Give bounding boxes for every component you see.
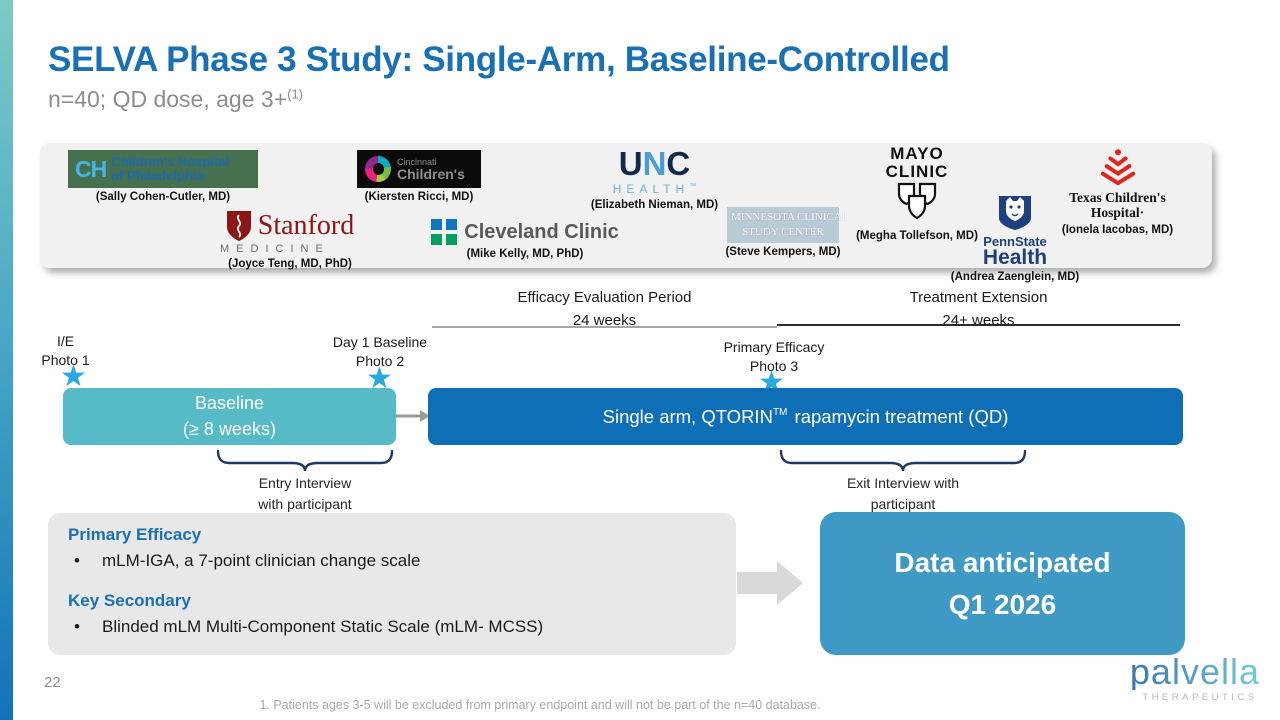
page-number: 22 xyxy=(44,674,61,691)
star-icon: ★ xyxy=(60,360,87,393)
texas-childrens-icon xyxy=(1100,149,1135,186)
chop-logo-text: Children's Hospital of Philadelphia· xyxy=(111,153,230,183)
extension-period-line xyxy=(777,324,1180,326)
key-secondary-bullet: • Blinded mLM Multi-Component Static Sca… xyxy=(68,617,716,637)
milestone-day1-photo2: Day 1 Baseline Photo 2 xyxy=(332,334,428,369)
study-sites-panel: CH Children's Hospital of Philadelphia· … xyxy=(40,143,1212,283)
cleveland-clinic-logo: Cleveland Clinic xyxy=(425,219,625,245)
entry-interview-brace xyxy=(216,449,394,472)
primary-efficacy-bullet: • mLM-IGA, a 7-point clinician change sc… xyxy=(68,551,716,571)
bullet-icon: • xyxy=(74,551,80,570)
site-stanford: Stanford MEDICINE (Joyce Teng, MD, PhD) xyxy=(190,210,390,270)
pennstate-logo-text: PennState Health xyxy=(982,234,1048,270)
site-investigator: (Andrea Zaenglein, MD) xyxy=(950,271,1080,284)
primary-efficacy-heading: Primary Efficacy xyxy=(68,525,202,544)
cincinnati-logo-text: Cincinnati Children's xyxy=(397,156,465,182)
efficacy-period-header: Efficacy Evaluation Period 24 weeks xyxy=(517,289,692,330)
minnesota-clinical-logo: MINNESOTA CLINICAL STUDY CENTER xyxy=(727,207,848,243)
stanford-logo: Stanford xyxy=(190,210,390,242)
unc-health-text: HEALTH™ xyxy=(612,182,697,196)
treatment-phase-box: Single arm, QTORINTM rapamycin treatment… xyxy=(428,388,1183,445)
subtitle-footnote-ref: (1) xyxy=(287,86,304,102)
unc-tm: ™ xyxy=(689,183,697,190)
site-investigator: (Sally Cohen-Cutler, MD) xyxy=(95,191,231,203)
cincinnati-childrens-logo: Cincinnati Children's xyxy=(357,150,481,188)
site-investigator: (Kiersten Ricci, MD) xyxy=(364,191,474,203)
site-cleveland: Cleveland Clinic (Mike Kelly, MD, PhD) xyxy=(425,219,625,260)
palvella-logo: palvella THERAPEUTICS xyxy=(1129,651,1260,704)
chop-logo: CH Children's Hospital of Philadelphia· xyxy=(68,150,258,188)
baseline-phase-box: Baseline (≥ 8 weeks) xyxy=(63,388,396,445)
pennstate-shield-icon xyxy=(999,196,1031,230)
endpoints-panel: Primary Efficacy • mLM-IGA, a 7-point cl… xyxy=(48,513,736,655)
chop-monogram-icon: CH xyxy=(75,155,107,182)
site-texas-childrens: Texas Children's Hospital· (Ionela Iacob… xyxy=(1040,148,1195,236)
milestone-ie-photo1: I/E Photo 1 xyxy=(41,333,90,368)
exit-interview-brace xyxy=(779,449,1027,472)
efficacy-period-line xyxy=(432,326,777,328)
site-cincinnati: Cincinnati Children's (Kiersten Ricci, M… xyxy=(357,150,481,203)
qtorin-tm: TM xyxy=(772,407,788,419)
entry-interview-label: Entry Interview with participant xyxy=(258,475,352,512)
baseline-to-treatment-arrow-icon xyxy=(396,410,430,422)
palvella-wordmark: palvella xyxy=(1129,651,1260,692)
data-anticipated-box: Data anticipated Q1 2026 xyxy=(820,512,1185,655)
site-chop: CH Children's Hospital of Philadelphia· … xyxy=(68,150,258,203)
key-secondary-heading: Key Secondary xyxy=(68,591,191,610)
site-investigator: (Steve Kempers, MD) xyxy=(725,245,841,258)
site-investigator: (Mike Kelly, MD, PhD) xyxy=(466,248,584,260)
site-unc: UNC HEALTH™ (Elizabeth Nieman, MD) xyxy=(587,147,722,211)
site-pennstate: PennState Health (Andrea Zaenglein, MD) xyxy=(944,195,1086,283)
page-title: SELVA Phase 3 Study: Single-Arm, Baselin… xyxy=(48,40,950,79)
site-investigator: (Elizabeth Nieman, MD) xyxy=(590,199,719,211)
footnote: 1. Patients ages 3-5 will be excluded fr… xyxy=(259,698,821,712)
unc-logo: UNC xyxy=(618,145,691,182)
stanford-shield-icon xyxy=(226,211,251,241)
subtitle-text: n=40; QD dose, age 3+ xyxy=(48,86,288,112)
site-investigator: (Ionela Iacobas, MD) xyxy=(1061,223,1174,236)
texas-childrens-logo-text: Texas Children's Hospital· xyxy=(1069,190,1166,220)
page-subtitle: n=40; QD dose, age 3+(1) xyxy=(48,86,303,113)
left-accent-bar xyxy=(0,0,13,720)
site-mayo: MAYO CLINIC (Megha Tollefson, MD) xyxy=(837,145,997,242)
stanford-medicine-text: MEDICINE xyxy=(220,243,330,255)
site-investigator: (Joyce Teng, MD, PhD) xyxy=(228,258,352,270)
site-investigator: (Megha Tollefson, MD) xyxy=(856,229,978,242)
milestone-primary-photo3: Primary Efficacy Photo 3 xyxy=(723,339,825,374)
exit-interview-label: Exit Interview with participant xyxy=(846,475,960,512)
cleveland-squares-icon xyxy=(431,219,458,245)
mayo-shields-icon xyxy=(897,182,937,219)
flow-arrow-icon xyxy=(737,561,803,605)
mayo-clinic-logo-text: MAYO CLINIC xyxy=(885,144,949,181)
bullet-icon: • xyxy=(74,617,80,636)
site-minnesota: MINNESOTA CLINICAL STUDY CENTER (Steve K… xyxy=(722,207,848,258)
palvella-therapeutics-text: THERAPEUTICS xyxy=(1142,692,1258,703)
cincinnati-donut-icon xyxy=(365,156,391,182)
